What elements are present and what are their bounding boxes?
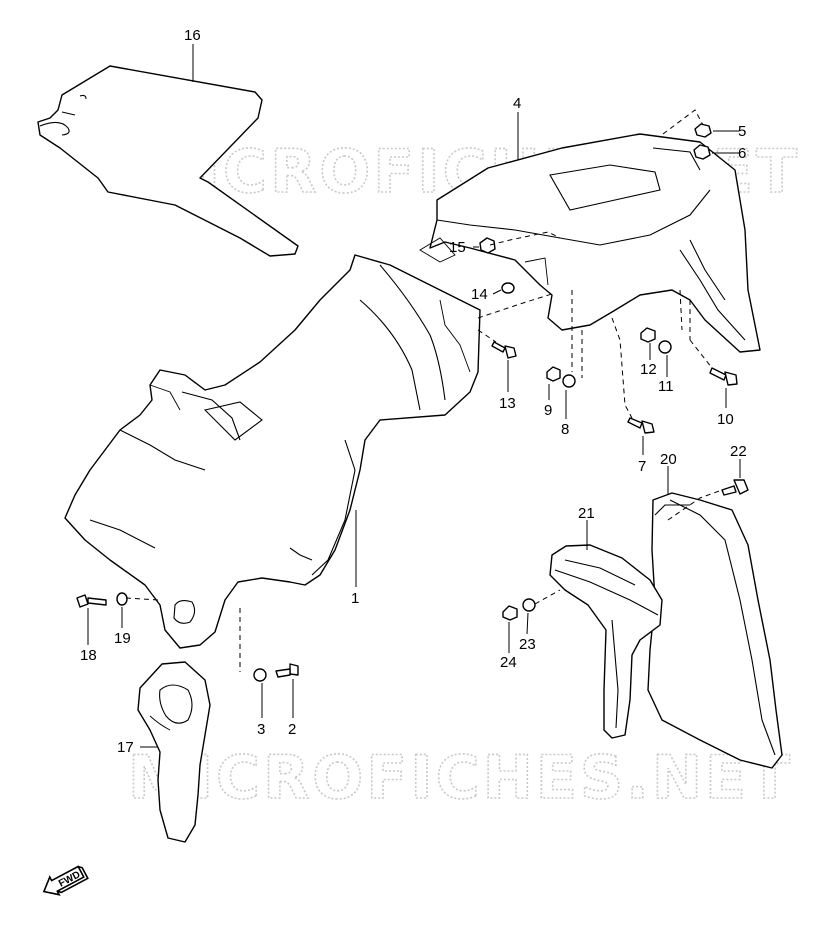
- part-20-mud-flap: [647, 492, 783, 769]
- callout-7: 7: [638, 458, 646, 475]
- fwd-label: FWD: [57, 869, 82, 889]
- nut-5: [694, 123, 712, 138]
- nut-9: [546, 366, 561, 382]
- callout-20: 20: [660, 451, 677, 468]
- watermark-bottom: MICROFICHES.NET: [128, 743, 793, 813]
- callout-21: 21: [578, 505, 595, 522]
- part-4-rear-fender-upper: [419, 133, 761, 353]
- callout-1: 1: [351, 590, 359, 607]
- bolt-18: [76, 594, 107, 608]
- bolt-22: [721, 479, 749, 496]
- callout-15: 15: [449, 239, 466, 256]
- callout-10: 10: [717, 411, 734, 428]
- bolt-7: [627, 417, 655, 434]
- callout-13: 13: [499, 395, 516, 412]
- bolt-10: [709, 367, 738, 386]
- nut-12: [640, 327, 656, 343]
- callout-16: 16: [184, 27, 201, 44]
- nut-15: [479, 237, 496, 254]
- bolt-2: [275, 663, 299, 678]
- nut-24: [502, 605, 518, 621]
- washer-23: [522, 598, 536, 612]
- callout-19: 19: [114, 630, 131, 647]
- bolt-13: [491, 341, 517, 359]
- callout-18: 18: [80, 647, 97, 664]
- callout-5: 5: [738, 123, 746, 140]
- washer-11: [658, 340, 672, 354]
- callout-22: 22: [730, 443, 747, 460]
- callout-11: 11: [658, 378, 674, 395]
- washer-14: [501, 282, 515, 294]
- callout-labels: 16 4 5 6 15 14 13 9 8 7 12 11 10 1 20 21…: [80, 27, 747, 756]
- callout-6: 6: [738, 145, 746, 162]
- callout-23: 23: [519, 636, 536, 653]
- washer-3: [253, 668, 267, 682]
- part-1-rear-fender-main: [64, 254, 481, 649]
- callout-12: 12: [640, 361, 657, 378]
- nut-6: [693, 144, 711, 160]
- part-16-cover: [37, 65, 299, 257]
- callout-3: 3: [257, 721, 265, 738]
- part-21-bracket: [549, 544, 663, 739]
- callout-4: 4: [513, 95, 521, 112]
- callout-14: 14: [471, 286, 488, 303]
- forward-arrow-icon: FWD: [42, 865, 89, 896]
- leader-lines: [87, 44, 741, 748]
- alignment-lines: [125, 109, 723, 672]
- callout-9: 9: [544, 402, 552, 419]
- callout-17: 17: [117, 739, 134, 756]
- callout-24: 24: [500, 654, 517, 671]
- washer-8: [562, 374, 576, 388]
- callout-2: 2: [288, 721, 296, 738]
- hardware: [76, 123, 749, 682]
- washer-19: [116, 592, 128, 606]
- callout-8: 8: [561, 421, 569, 438]
- part-17-lower-cover: [137, 661, 211, 843]
